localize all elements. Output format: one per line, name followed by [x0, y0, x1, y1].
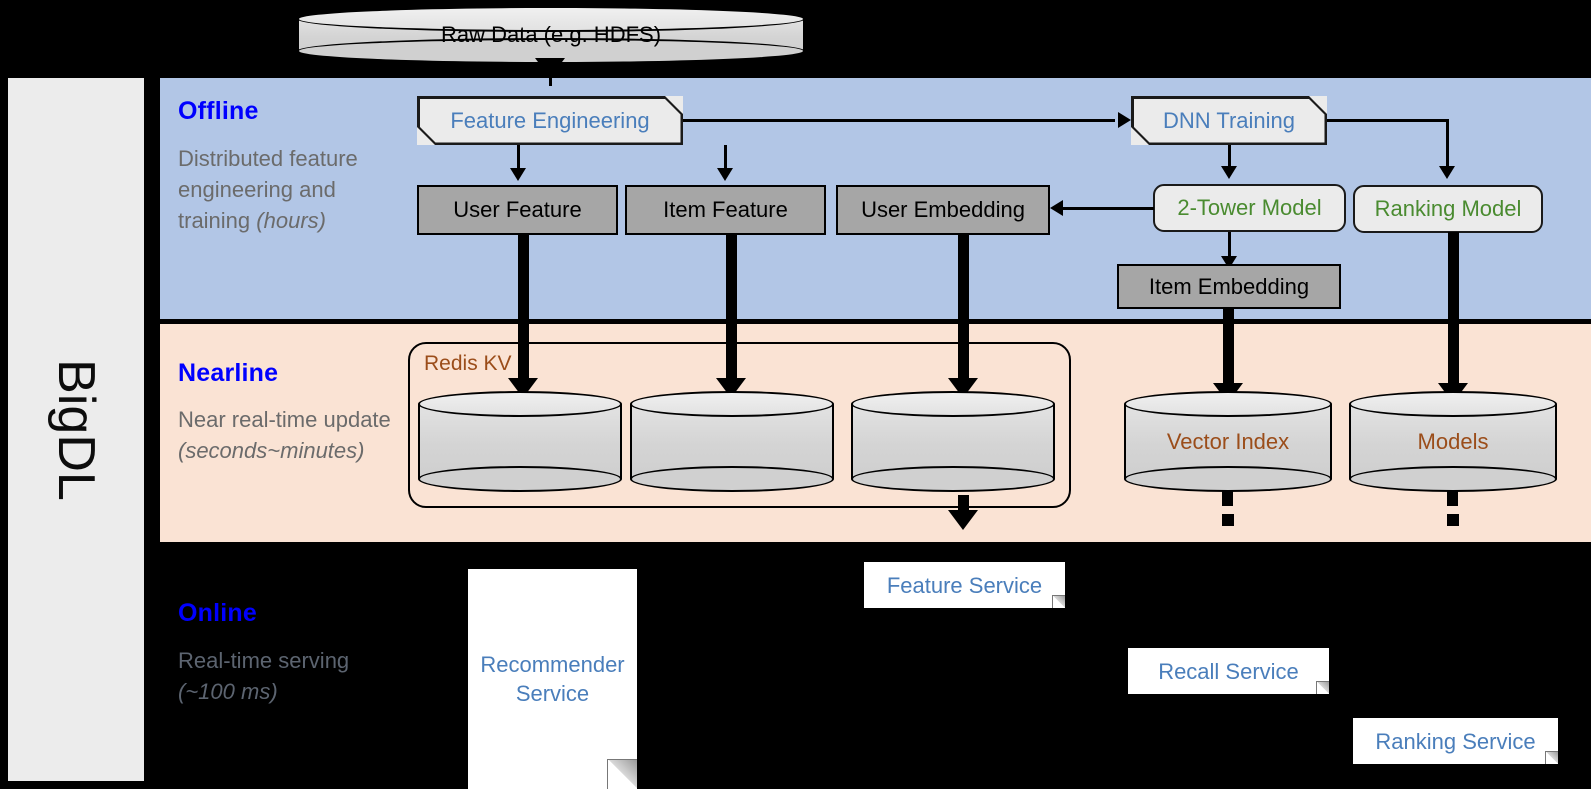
cylinder-top — [1349, 391, 1557, 417]
pipe-rankingmodel-models — [1448, 232, 1459, 390]
feature-service-label: Feature Service — [886, 572, 1043, 598]
cylinder-top — [1124, 391, 1332, 417]
redis-store-2[interactable] — [630, 391, 834, 492]
feature-engineering-label: Feature Engineering — [450, 107, 650, 133]
redis-store-1-label — [418, 391, 622, 492]
cylinder-bottom — [418, 466, 622, 492]
item-embedding-label: Item Embedding — [1148, 273, 1310, 299]
feature-engineering-node[interactable]: Feature Engineering — [417, 96, 683, 145]
redis-kv-label: Redis KV — [424, 352, 512, 375]
vector-index-store[interactable]: Vector Index — [1124, 391, 1332, 492]
two-tower-model-node[interactable]: 2-Tower Model — [1153, 184, 1346, 232]
user-feature-label: User Feature — [453, 197, 582, 222]
arrowhead-dnn-twotower — [1221, 166, 1237, 179]
redis-store-2-label — [630, 391, 834, 492]
item-embedding-node[interactable]: Item Embedding — [1117, 264, 1341, 309]
recommender-service-label: Recommender Service — [480, 652, 625, 706]
page-fold-icon — [607, 759, 637, 789]
redis-store-3[interactable] — [851, 391, 1055, 492]
pipe-itemembedding-vectorindex — [1223, 308, 1234, 390]
redis-store-3-label — [851, 391, 1055, 492]
item-feature-node[interactable]: Item Feature — [625, 185, 826, 235]
ranking-model-node[interactable]: Ranking Model — [1353, 185, 1543, 233]
pipe-itemfeature-store — [726, 234, 737, 385]
online-title: Online — [178, 599, 257, 627]
connector-fe-dnn — [683, 119, 1115, 122]
connector-vectorindex-recall-1 — [1222, 490, 1233, 506]
connector-redis-featureservice — [958, 495, 969, 511]
nearline-subtitle: Near real-time update (seconds~minutes) — [178, 404, 408, 466]
redis-store-1[interactable] — [418, 391, 622, 492]
offline-subtitle: Distributed feature engineering and trai… — [178, 143, 408, 236]
bigdl-framework-rail: BigDL — [8, 78, 144, 781]
online-subtitle-italic: (~100 ms) — [178, 679, 278, 704]
raw-data-store: Raw Data (e.g. HDFS) — [297, 6, 805, 64]
nearline-subtitle-plain: Near real-time update — [178, 407, 391, 432]
dnn-training-node[interactable]: DNN Training — [1131, 96, 1327, 145]
cylinder-top — [418, 391, 622, 417]
connector-fe-itemfeature — [724, 145, 727, 171]
recall-service-node[interactable]: Recall Service — [1128, 648, 1329, 694]
connector-models-ranking-2 — [1447, 514, 1459, 526]
offline-title: Offline — [178, 97, 259, 125]
ranking-service-node[interactable]: Ranking Service — [1353, 718, 1558, 764]
raw-data-label: Raw Data (e.g. HDFS) — [440, 22, 662, 47]
connector-dnn-twotower — [1228, 145, 1231, 169]
connector-vectorindex-recall-2 — [1222, 514, 1234, 526]
cylinder-top — [630, 391, 834, 417]
bigdl-label: BigDL — [47, 358, 106, 501]
recommender-service-node[interactable]: Recommender Service — [468, 569, 637, 789]
user-feature-node[interactable]: User Feature — [417, 185, 618, 235]
ranking-model-label: Ranking Model — [1374, 196, 1522, 221]
pipe-userfeature-store — [518, 234, 529, 385]
arrowhead-rawdata-fe — [535, 58, 565, 78]
node-fill — [1134, 99, 1325, 143]
online-subtitle-plain: Real-time serving — [178, 648, 350, 673]
connector-twotower-itemembedding — [1228, 232, 1231, 259]
connector-fe-userfeature — [517, 145, 520, 171]
recall-service-label: Recall Service — [1158, 658, 1299, 684]
arrowhead-redis-featureservice — [948, 510, 978, 530]
cylinder-bottom — [851, 466, 1055, 492]
offline-subtitle-plain: Distributed feature engineering and trai… — [178, 146, 358, 233]
user-embedding-node[interactable]: User Embedding — [836, 185, 1050, 235]
models-label: Models — [1417, 428, 1489, 454]
two-tower-model-label: 2-Tower Model — [1177, 195, 1322, 220]
arrowhead-fe-userfeature — [510, 168, 526, 181]
ranking-service-label: Ranking Service — [1375, 728, 1536, 754]
connector-dnn-ranking-h — [1327, 119, 1448, 122]
models-store[interactable]: Models — [1349, 391, 1557, 492]
node-fill — [420, 99, 681, 143]
cylinder-top — [851, 391, 1055, 417]
arrowhead-twotower-userembedding — [1050, 200, 1063, 216]
arrowhead-fe-itemfeature — [717, 168, 733, 181]
cylinder-bottom — [630, 466, 834, 492]
offline-subtitle-italic: (hours) — [256, 208, 326, 233]
page-fold-icon — [1316, 681, 1329, 694]
redis-kv-group — [408, 342, 1071, 508]
nearline-title: Nearline — [178, 359, 279, 387]
arrowhead-fe-dnn — [1118, 112, 1131, 128]
cylinder-top — [297, 6, 805, 32]
user-embedding-label: User Embedding — [861, 197, 1025, 222]
connector-twotower-userembedding — [1062, 207, 1154, 210]
page-fold-icon — [1545, 751, 1558, 764]
item-feature-label: Item Feature — [663, 197, 788, 222]
online-subtitle: Real-time serving (~100 ms) — [178, 645, 408, 707]
arrowhead-dnn-ranking — [1439, 166, 1455, 179]
nearline-subtitle-italic: (seconds~minutes) — [178, 438, 365, 463]
feature-service-node[interactable]: Feature Service — [864, 562, 1065, 608]
dnn-training-label: DNN Training — [1162, 107, 1296, 133]
connector-models-ranking-1 — [1447, 490, 1458, 506]
pipe-userembedding-store — [958, 234, 969, 385]
connector-dnn-ranking-v — [1446, 119, 1449, 169]
vector-index-label: Vector Index — [1166, 428, 1290, 454]
page-fold-icon — [1052, 595, 1065, 608]
